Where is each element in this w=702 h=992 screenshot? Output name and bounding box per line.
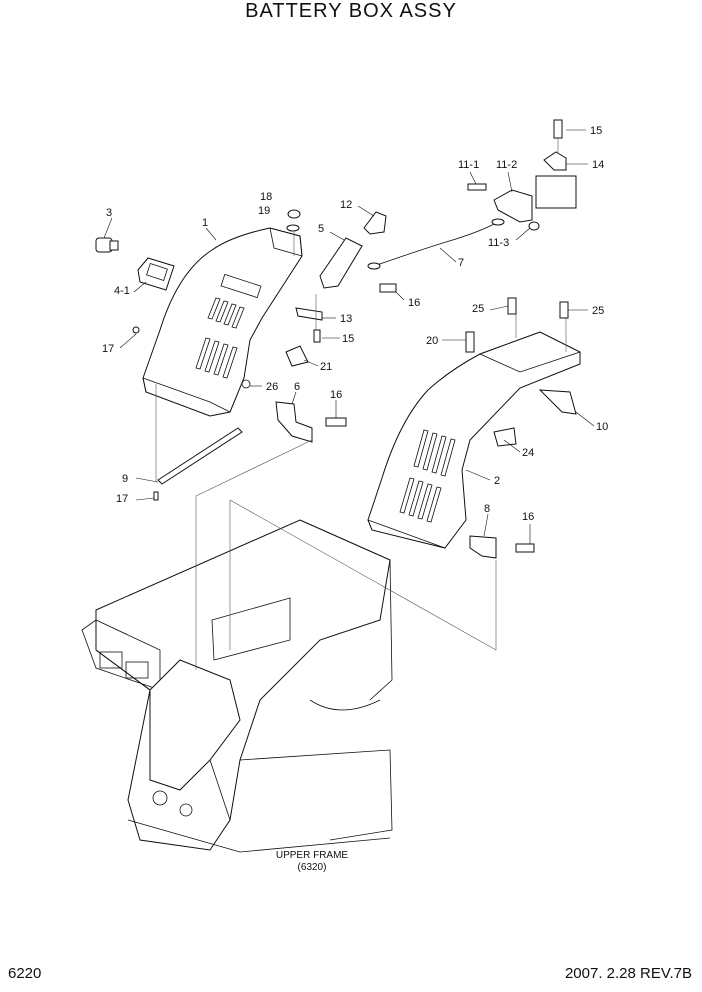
latch-5 (319, 237, 363, 289)
strip-9 (157, 427, 243, 485)
callout-2: 2 (494, 475, 500, 487)
bracket-14 (535, 151, 577, 209)
callout-15a: 15 (590, 125, 602, 137)
callout-4-1: 4-1 (114, 285, 130, 297)
callout-12: 12 (340, 199, 352, 211)
bolt-20 (465, 331, 475, 353)
screw-17b (153, 491, 159, 501)
upper-frame-label: UPPER FRAME (6320) (262, 850, 362, 874)
page-number: 6220 (8, 965, 42, 982)
callout-16a: 16 (330, 389, 342, 401)
callout-16c: 16 (522, 511, 534, 523)
callout-21: 21 (320, 361, 332, 373)
screw-17a (132, 326, 140, 334)
callout-25a: 25 (472, 303, 484, 315)
bracket-24 (493, 427, 517, 447)
callout-1: 1 (202, 217, 208, 229)
bracket-11-2 (493, 189, 533, 223)
bolt-15a (553, 119, 563, 139)
upper-frame (81, 519, 393, 853)
callout-5: 5 (318, 223, 324, 235)
bolt-16c (515, 543, 535, 553)
cover-lower-slots (195, 337, 238, 379)
callout-26: 26 (266, 381, 278, 393)
bolt-11-1 (467, 183, 487, 191)
callout-11-2: 11-2 (496, 159, 517, 171)
light-4-1 (137, 257, 175, 291)
callout-9: 9 (122, 473, 128, 485)
leader-lines (103, 129, 595, 544)
bolt-15b (313, 329, 321, 343)
callout-3: 3 (106, 207, 112, 219)
install-lines (155, 138, 567, 670)
callout-11-1: 11-1 (458, 159, 479, 171)
callout-17b: 17 (116, 493, 128, 505)
cap-18-19 (286, 209, 301, 232)
callout-25b: 25 (592, 305, 604, 317)
plug-3 (95, 237, 119, 253)
callout-labels: 3 1 18 19 12 5 4-1 17 13 15 21 26 6 16 9… (102, 125, 608, 523)
bolt-25a (507, 297, 517, 315)
battery-cover-left (142, 227, 303, 417)
callout-13: 13 (340, 313, 352, 325)
callout-19: 19 (258, 205, 270, 217)
bolt-25b (559, 301, 569, 319)
callout-6: 6 (294, 381, 300, 393)
cable-7 (367, 218, 505, 270)
callout-11-3: 11-3 (488, 237, 509, 249)
callout-10: 10 (596, 421, 608, 433)
bracket-13 (295, 307, 323, 321)
nut-11-3 (528, 221, 540, 231)
hinge-6 (275, 401, 313, 443)
callout-17a: 17 (102, 343, 114, 355)
bracket-12 (363, 211, 387, 235)
callout-7: 7 (458, 257, 464, 269)
callout-16b: 16 (408, 297, 420, 309)
callout-15b: 15 (342, 333, 354, 345)
bolt-16a (325, 417, 347, 427)
callout-24: 24 (522, 447, 534, 459)
battery-cover-right (367, 331, 582, 549)
hinge-8 (469, 535, 497, 559)
bolt-16b (379, 283, 397, 293)
upper-frame-label-name: UPPER FRAME (275, 850, 349, 861)
diagram-title: BATTERY BOX ASSY (245, 0, 457, 22)
upper-frame-label-ref: (6320) (297, 862, 327, 873)
bracket-21 (285, 345, 309, 367)
cover2-upper-slots (413, 429, 456, 477)
callout-8: 8 (484, 503, 490, 515)
callout-18: 18 (260, 191, 272, 203)
cover2-lower-slots (399, 477, 442, 523)
revision-date: 2007. 2.28 REV.7B (564, 965, 692, 982)
callout-20: 20 (426, 335, 438, 347)
bracket-10 (538, 389, 577, 415)
callout-14: 14 (592, 159, 604, 171)
cover-upper-slots (207, 297, 245, 329)
